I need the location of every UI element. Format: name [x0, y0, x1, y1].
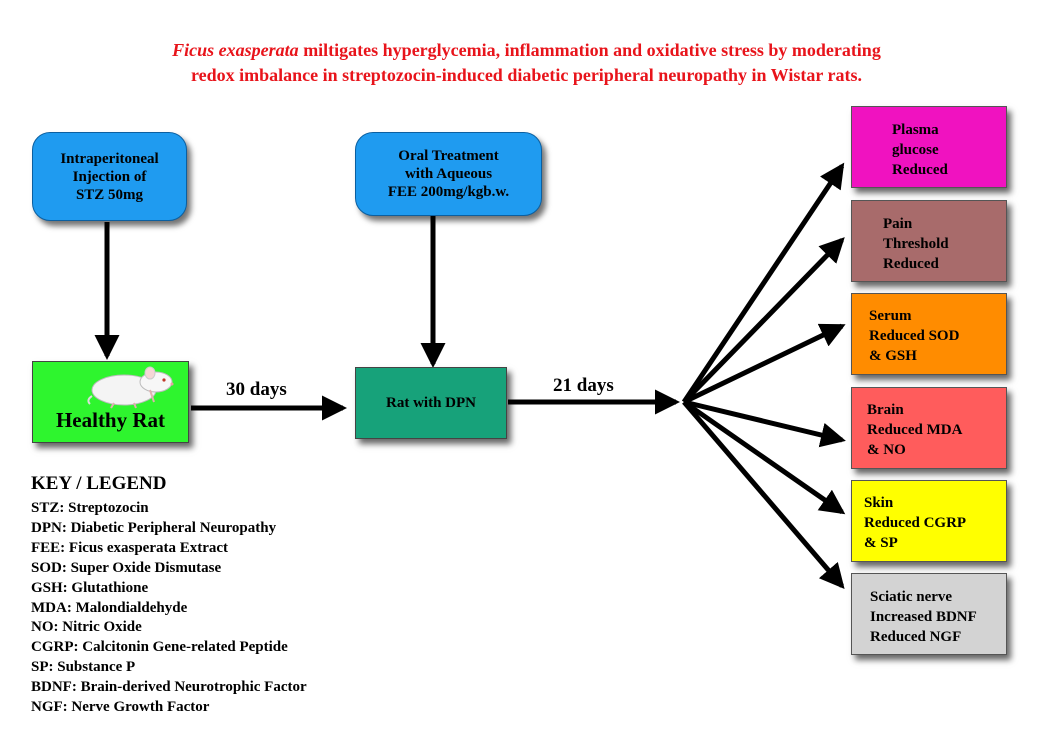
- legend-item: NO: Nitric Oxide: [31, 619, 142, 636]
- outcome-label: Plasma glucose Reduced: [892, 122, 948, 178]
- title-line1: miltigates hyperglycemia, inflammation a…: [303, 40, 881, 60]
- title-italic: Ficus exasperata: [172, 40, 299, 60]
- legend-item: STZ: Streptozocin: [31, 500, 149, 516]
- diagram-title: Ficus exasperata miltigates hyperglycemi…: [0, 38, 1053, 88]
- legend-heading: KEY / LEGEND: [31, 473, 167, 494]
- dpn-rat-label: Rat with DPN: [386, 394, 476, 411]
- outcome-plasma-glucose: Plasma glucose Reduced: [851, 106, 1007, 188]
- legend-item: GSH: Glutathione: [31, 579, 149, 596]
- outcome-skin: Skin Reduced CGRP & SP: [851, 480, 1007, 562]
- stz-injection-label: Intraperitoneal Injection of STZ 50mg: [60, 150, 159, 203]
- legend-item: CGRP: Calcitonin Gene-related Peptide: [31, 639, 288, 656]
- outcome-label: Sciatic nerve Increased BDNF Reduced NGF: [870, 589, 977, 645]
- legend-item: SOD: Super Oxide Dismutase: [31, 559, 222, 576]
- legend-item: FEE: Ficus exasperata Extract: [31, 539, 229, 556]
- healthy-rat-label: Healthy Rat: [55, 408, 166, 432]
- legend-item: BDNF: Brain-derived Neurotrophic Factor: [31, 679, 307, 696]
- title-line2: redox imbalance in streptozocin-induced …: [190, 65, 863, 85]
- stz-injection-box: Intraperitoneal Injection of STZ 50mg: [32, 132, 187, 221]
- outcome-sciatic-nerve: Sciatic nerve Increased BDNF Reduced NGF: [851, 573, 1007, 655]
- dpn-rat-box: Rat with DPN: [355, 367, 507, 439]
- arrow-to-pain: [682, 237, 845, 404]
- arrow-to-skin: [682, 399, 846, 515]
- legend-item: MDA: Malondialdehyde: [31, 599, 188, 616]
- outcome-label: Brain Reduced MDA & NO: [867, 402, 963, 458]
- outcome-brain: Brain Reduced MDA & NO: [851, 387, 1007, 469]
- arrow-to-plasma: [681, 162, 845, 404]
- outcome-label: Skin Reduced CGRP & SP: [864, 495, 967, 551]
- legend-item: SP: Substance P: [31, 659, 136, 676]
- duration-30-days: 30 days: [226, 379, 287, 400]
- fee-treatment-label: Oral Treatment with Aqueous FEE 200mg/kg…: [387, 148, 510, 200]
- arrow-to-brain: [683, 399, 846, 448]
- arrow-to-sciatic: [682, 400, 845, 590]
- duration-21-days: 21 days: [553, 375, 614, 396]
- rat-image: [87, 366, 174, 409]
- legend-item: NGF: Nerve Growth Factor: [31, 699, 210, 716]
- outcome-pain-threshold: Pain Threshold Reduced: [851, 200, 1007, 282]
- legend-item: DPN: Diabetic Peripheral Neuropathy: [31, 519, 277, 536]
- outcome-serum: Serum Reduced SOD & GSH: [851, 293, 1007, 375]
- arrow-to-serum: [682, 323, 846, 405]
- fee-treatment-box: Oral Treatment with Aqueous FEE 200mg/kg…: [355, 132, 542, 216]
- outcome-label: Serum Reduced SOD & GSH: [869, 308, 960, 364]
- legend: KEY / LEGEND STZ: Streptozocin DPN: Diab…: [31, 473, 307, 718]
- outcome-label: Pain Threshold Reduced: [883, 216, 949, 272]
